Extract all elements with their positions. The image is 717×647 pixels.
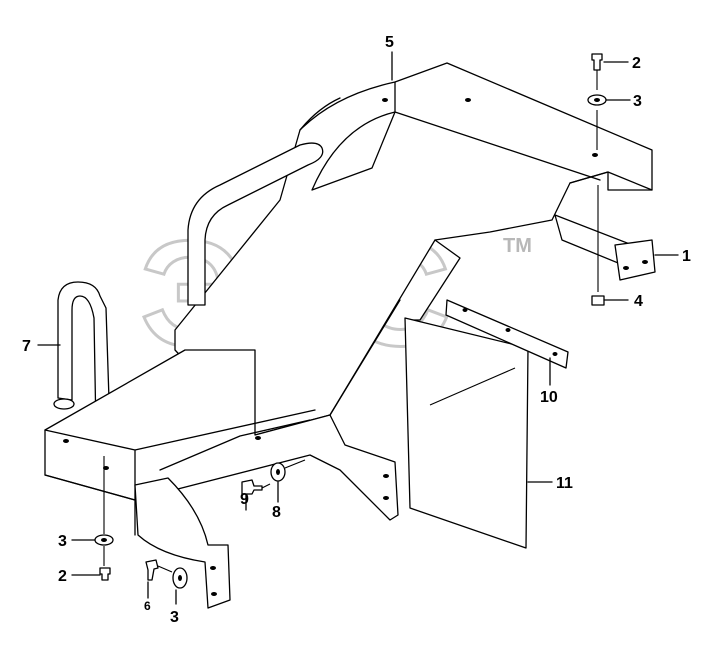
lower-bracket: [134, 477, 231, 609]
callout-5: 5: [385, 34, 394, 51]
washer-part-3-left: [94, 534, 114, 546]
mudflap-part-11: [404, 317, 529, 549]
callout-11: 11: [556, 475, 573, 492]
callout-8: 8: [272, 504, 281, 521]
strip-part-10: [445, 299, 569, 369]
nut-part-4: [591, 295, 605, 306]
watermark-trademark: TM: [503, 235, 532, 257]
callout-7: 7: [22, 338, 31, 355]
bracket-part-1: [554, 214, 656, 281]
callout-3-bottom: 3: [170, 609, 179, 626]
bolt-part-9: [241, 479, 263, 495]
callout-2-left: 2: [58, 568, 67, 585]
leader-lines: [37, 51, 679, 605]
callout-3-left: 3: [58, 533, 67, 550]
washer-part-3-bottom: [172, 567, 188, 589]
bolt-part-6: [145, 559, 159, 581]
assembly-lines: [103, 70, 599, 573]
callout-2-top: 2: [632, 55, 641, 72]
washer-part-8: [270, 462, 286, 482]
washer-part-3-top: [587, 94, 607, 106]
callout-1: 1: [682, 248, 691, 265]
callout-3-top: 3: [633, 93, 642, 110]
handle-part-7-rear: [187, 142, 324, 306]
callout-10: 10: [540, 389, 558, 406]
bolt-part-2-top: [591, 53, 603, 71]
callout-4: 4: [634, 293, 643, 310]
bolt-part-2-left: [99, 567, 111, 581]
callout-6: 6: [144, 599, 151, 613]
callouts: 1 2 2 3 3 3 4 5 6 7 8 9 10 11: [22, 34, 691, 626]
callout-9: 9: [240, 491, 249, 508]
